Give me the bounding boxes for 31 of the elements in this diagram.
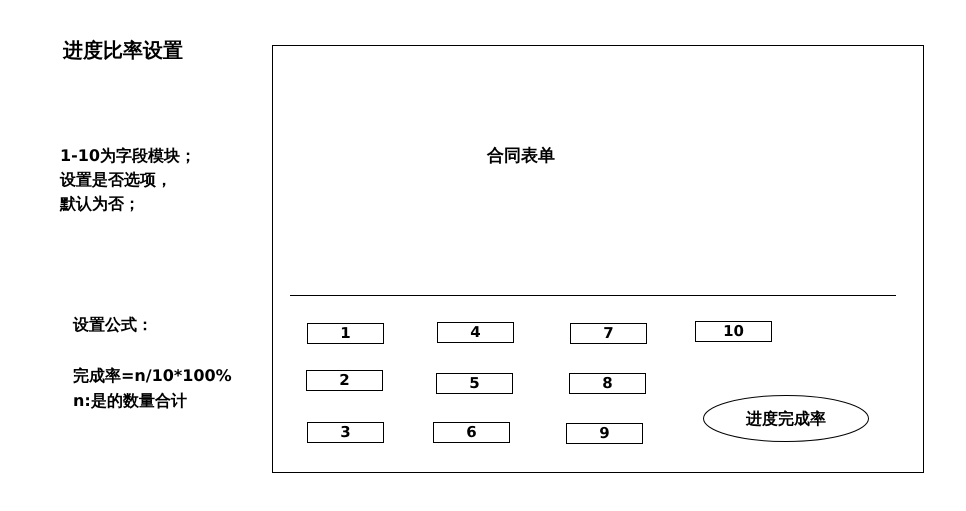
field-module-box [570,323,647,344]
note-text: 1-10为字段模块； [60,146,196,166]
field-module-box [433,422,510,443]
field-number: 6 [466,424,477,441]
field-module-box [569,373,646,394]
rate-ellipse [703,395,869,442]
form-title: 合同表单 [487,146,555,166]
field-module-box [307,323,384,344]
field-module-box [437,322,514,343]
field-module-box [307,422,384,443]
page-title: 进度比率设置 [63,38,183,62]
form-panel [272,45,924,473]
field-number: 5 [469,375,480,392]
field-number: 10 [723,323,744,340]
note-text: 设置公式： [73,315,153,335]
field-number: 8 [602,375,613,392]
note-text: 完成率=n/10*100% [73,366,232,386]
field-module-box [306,370,383,391]
ellipse-label: 进度完成率 [746,408,826,428]
field-module-box [695,321,772,342]
note-text: n:是的数量合计 [73,391,187,411]
note-text: 默认为否； [60,194,140,214]
field-number: 2 [339,372,350,389]
field-number: 3 [340,424,351,441]
field-module-box [436,373,513,394]
note-text: 设置是否选项， [60,170,172,190]
field-number: 4 [470,324,481,341]
field-module-box [566,423,643,444]
field-number: 7 [603,325,614,342]
field-number: 9 [599,425,610,442]
field-number: 1 [340,325,351,342]
